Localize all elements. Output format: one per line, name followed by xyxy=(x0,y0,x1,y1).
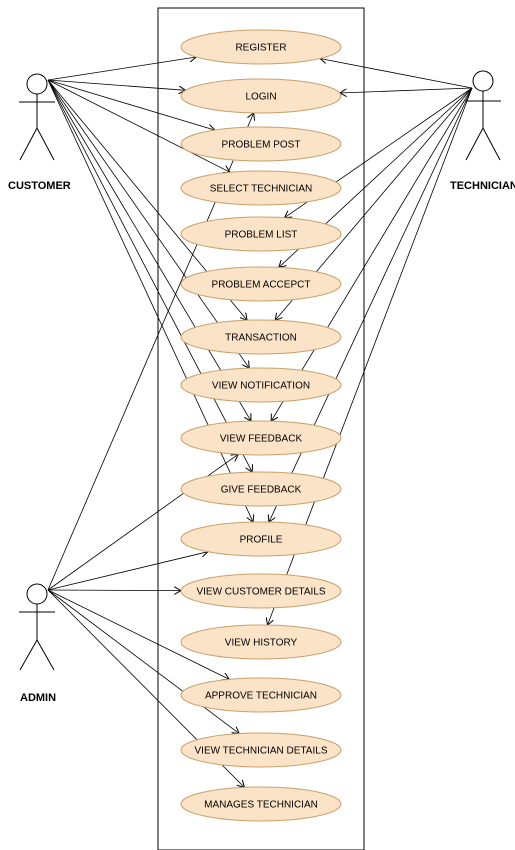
customer-to-problem-post-line xyxy=(47,79,215,130)
use-case-ellipse xyxy=(180,521,342,557)
customer-head xyxy=(26,73,48,95)
use-case-label: APPROVE TECHNICIAN xyxy=(205,691,317,702)
use-case-ellipse xyxy=(180,367,342,403)
use-case-approve-technician: APPROVE TECHNICIAN xyxy=(180,677,342,713)
technician-right-leg xyxy=(482,127,501,161)
use-case-give-feedback: GIVE FEEDBACK xyxy=(180,471,342,507)
technician-head xyxy=(472,70,494,92)
use-case-ellipse xyxy=(180,266,342,302)
admin-to-approve-technician-line xyxy=(47,589,229,679)
use-case-label: PROFILE xyxy=(240,535,283,546)
use-case-view-customer-details: VIEW CUSTOMER DETAILS xyxy=(180,573,342,609)
use-case-register: REGISTER xyxy=(180,29,342,65)
use-case-label: VIEW TECHNICIAN DETAILS xyxy=(195,746,328,757)
use-case-problem-list: PROBLEM LIST xyxy=(180,216,342,252)
use-case-label: REGISTER xyxy=(235,43,286,54)
use-case-label: GIVE FEEDBACK xyxy=(221,485,302,496)
use-case-ellipse xyxy=(180,216,342,252)
use-case-login: LOGIN xyxy=(180,78,342,114)
customer-label: CUSTOMER xyxy=(8,180,71,192)
admin-to-profile-line xyxy=(47,552,208,591)
customer-right-leg xyxy=(36,127,55,161)
technician-to-view-feedback-line xyxy=(271,87,473,421)
use-case-problem-accepct: PROBLEM ACCEPCT xyxy=(180,266,342,302)
actor-technician: TECHNICIAN xyxy=(450,70,515,192)
technician-label: TECHNICIAN xyxy=(450,180,515,192)
use-case-ellipse xyxy=(180,29,342,65)
customer-to-select-technician-line xyxy=(47,79,230,172)
use-case-ellipse xyxy=(180,319,342,355)
actor-admin: ADMIN xyxy=(19,583,56,704)
use-case-label: PROBLEM LIST xyxy=(225,230,298,241)
use-case-ellipse xyxy=(180,471,342,507)
use-case-label: MANAGES TECHNICIAN xyxy=(204,800,318,811)
use-case-label: VIEW CUSTOMER DETAILS xyxy=(196,587,325,598)
actor-customer: CUSTOMER xyxy=(8,73,71,192)
admin-label: ADMIN xyxy=(20,692,56,704)
use-case-ellipse xyxy=(180,624,342,660)
use-case-ellipse xyxy=(180,126,342,162)
use-case-label: SELECT TECHNICIAN xyxy=(210,184,312,195)
customer-left-leg xyxy=(19,127,38,161)
use-case-label: TRANSACTION xyxy=(225,333,297,344)
use-case-label: VIEW FEEDBACK xyxy=(220,434,303,445)
customer-to-register-line xyxy=(47,57,196,81)
use-case-label: VIEW HISTORY xyxy=(225,638,298,649)
use-case-ellipse xyxy=(180,170,342,206)
use-case-label: VIEW NOTIFICATION xyxy=(212,381,310,392)
admin-to-view-technician-details-line xyxy=(47,589,239,734)
admin-to-view-customer-details-line xyxy=(47,590,181,591)
customer-to-give-feedback-line xyxy=(47,79,252,472)
use-case-label: PROBLEM POST xyxy=(222,140,301,151)
use-case-ellipse xyxy=(180,732,342,768)
admin-head xyxy=(26,583,48,605)
use-case-ellipse xyxy=(180,573,342,609)
use-case-problem-post: PROBLEM POST xyxy=(180,126,342,162)
use-case-ellipse xyxy=(180,420,342,456)
use-case-view-technician-details: VIEW TECHNICIAN DETAILS xyxy=(180,732,342,768)
use-cases: REGISTER LOGIN PROBLEM POST SELECT TECHNICI… xyxy=(180,29,342,822)
use-case-select-technician: SELECT TECHNICIAN xyxy=(180,170,342,206)
admin-right-leg xyxy=(36,639,55,671)
use-case-manages-technician: MANAGES TECHNICIAN xyxy=(180,786,342,822)
technician-to-register-line xyxy=(320,59,473,89)
use-case-label: LOGIN xyxy=(245,92,276,103)
technician-left-leg xyxy=(465,127,484,161)
customer-to-login-line xyxy=(47,79,186,90)
use-case-ellipse xyxy=(180,78,342,114)
use-case-profile: PROFILE xyxy=(180,521,342,557)
use-case-ellipse xyxy=(180,786,342,822)
customer-to-view-notification-line xyxy=(47,79,249,368)
use-case-ellipse xyxy=(180,677,342,713)
use-case-view-history: VIEW HISTORY xyxy=(180,624,342,660)
customer-to-view-feedback-line xyxy=(47,79,251,421)
use-case-view-notification: VIEW NOTIFICATION xyxy=(180,367,342,403)
use-case-transaction: TRANSACTION xyxy=(180,319,342,355)
use-case-view-feedback: VIEW FEEDBACK xyxy=(180,420,342,456)
admin-left-leg xyxy=(19,639,38,671)
technician-to-login-line xyxy=(340,87,473,93)
use-case-label: PROBLEM ACCEPCT xyxy=(212,280,311,291)
